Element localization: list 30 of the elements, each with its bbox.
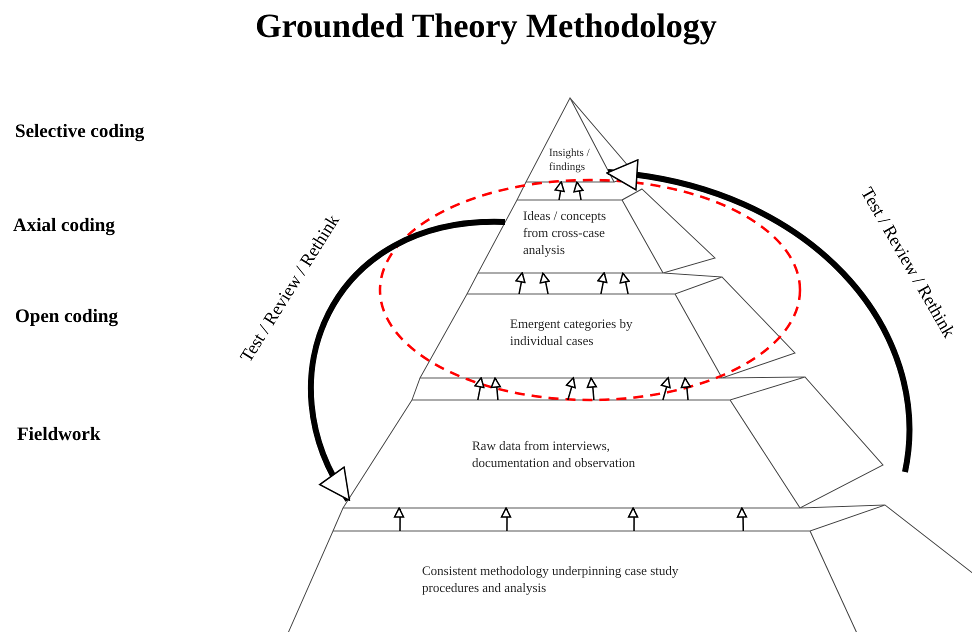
tier-text: Ideas / concepts from cross-case analysis — [523, 208, 608, 259]
stage-label: Selective coding — [15, 121, 144, 143]
up-arrow — [515, 272, 526, 294]
up-arrow — [554, 181, 565, 200]
tier-text: Raw data from interviews, documentation and observation — [472, 438, 636, 472]
up-arrow — [539, 272, 550, 294]
stage-label: Open coding — [15, 306, 118, 328]
up-arrow — [586, 377, 598, 400]
up-arrow — [490, 377, 502, 400]
curved-arrow — [606, 160, 912, 472]
tier-text: Consistent methodology underpinning case study procedures and analysis — [422, 563, 680, 597]
up-arrow — [474, 377, 485, 400]
pyramid-apex — [526, 98, 614, 182]
up-arrow — [680, 377, 692, 400]
up-arrow — [619, 272, 630, 294]
stage-label: Axial coding — [13, 215, 115, 237]
up-arrow — [628, 507, 638, 531]
up-arrow — [573, 181, 584, 200]
up-arrow — [500, 507, 512, 531]
curved-arrow — [308, 219, 506, 502]
tier-text: Insights / findings — [549, 146, 591, 175]
up-arrow — [736, 507, 748, 532]
up-arrow — [394, 507, 404, 531]
up-arrow — [566, 377, 576, 400]
up-arrow — [597, 272, 608, 294]
pyramid-tier — [478, 200, 663, 273]
tier-text: Emergent categories by individual cases — [510, 316, 634, 350]
up-arrow — [660, 377, 671, 400]
stage-label: Fieldwork — [17, 424, 100, 446]
diagram-title: Grounded Theory Methodology — [254, 8, 718, 46]
